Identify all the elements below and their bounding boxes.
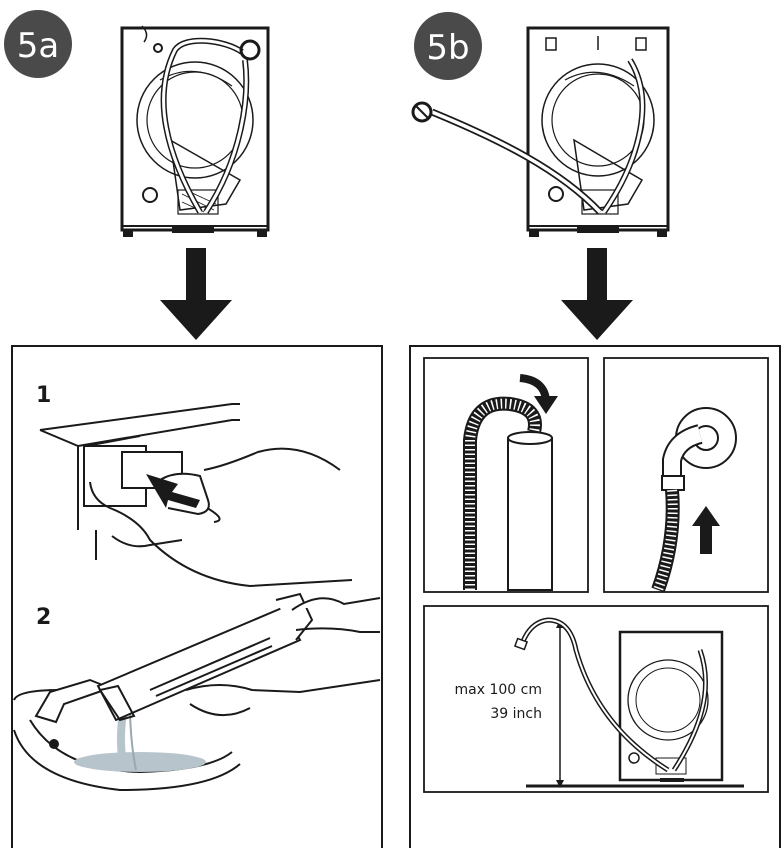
up-arrow-icon xyxy=(692,506,720,554)
step-1-label: 1 xyxy=(36,383,51,408)
step-1-illustration xyxy=(39,403,353,588)
panel-5b: max 100 cm 39 inch xyxy=(409,345,781,848)
washer-rear-5a xyxy=(120,25,270,237)
max-height-cm-label: max 100 cm xyxy=(455,682,542,698)
badge-5a: 5a xyxy=(4,10,72,78)
panel-5a: 1 2 xyxy=(11,345,383,848)
badge-5b: 5b xyxy=(414,12,482,80)
max-height-panel: max 100 cm 39 inch xyxy=(423,605,769,793)
standpipe-panel xyxy=(423,357,589,593)
step-2-illustration xyxy=(13,592,381,792)
curved-arrow-icon xyxy=(519,374,558,414)
step-2-label: 2 xyxy=(36,605,51,630)
badge-5b-label: 5b xyxy=(426,28,469,68)
down-arrow-icon xyxy=(561,248,633,340)
washer-rear-5b xyxy=(411,26,670,237)
max-height-inch-label: 39 inch xyxy=(490,706,542,722)
down-arrow-icon xyxy=(160,248,232,340)
wall-outlet-panel xyxy=(603,357,769,593)
badge-5a-label: 5a xyxy=(17,26,59,66)
